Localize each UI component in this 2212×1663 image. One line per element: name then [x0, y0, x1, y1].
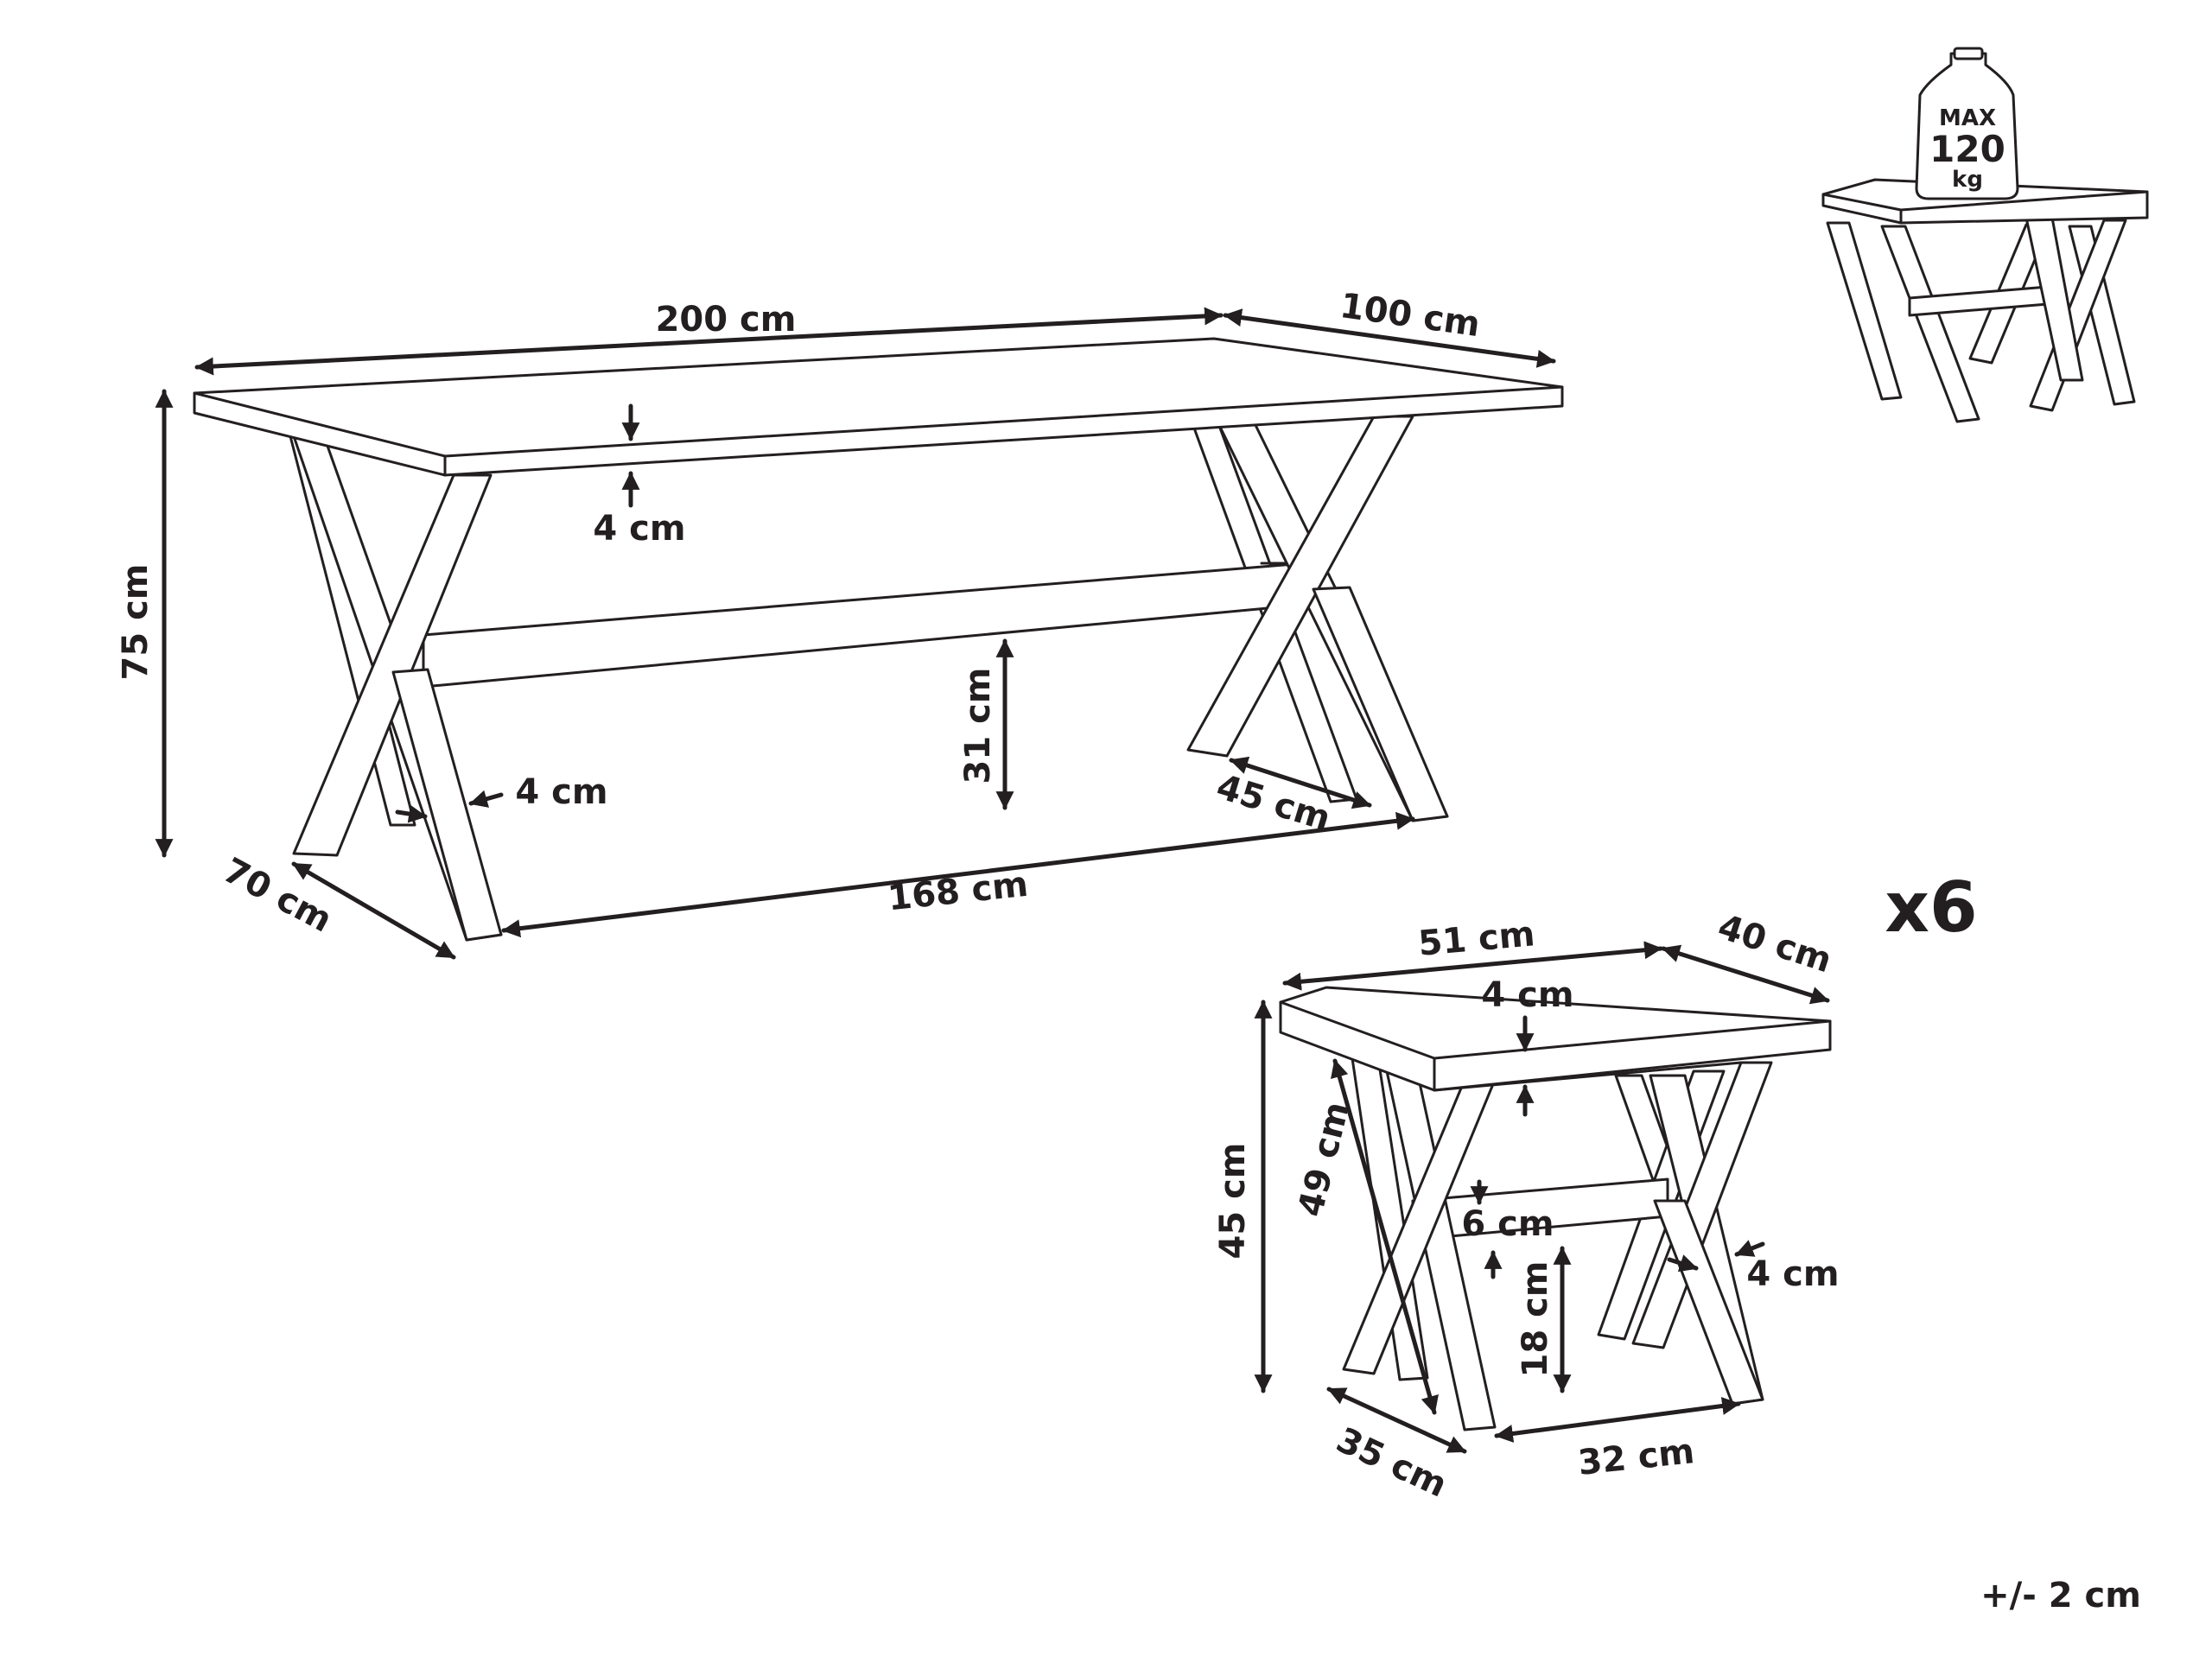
table-foot-depth-line [291, 861, 456, 960]
stool-leg-span-label: 32 cm [1576, 1431, 1696, 1483]
dining-table-drawing [193, 337, 1564, 942]
stool-drawing [1279, 986, 1832, 1431]
stool-depth-line [1661, 944, 1830, 1005]
table-foot-depth-label: 70 cm [217, 851, 339, 941]
table-leg-depth-label: 45 cm [1212, 767, 1336, 839]
tolerance-note: +/- 2 cm [1980, 1576, 2141, 1615]
stool-foot-depth-label: 35 cm [1331, 1420, 1453, 1506]
table-height-label: 75 cm [116, 564, 156, 681]
stool-load-thumbnail: MAX 120 kg [1821, 47, 2149, 423]
table-dimensions: 200 cm 100 cm 75 cm 4 cm 31 cm 4 cm 45 c… [116, 286, 1556, 960]
stool-height-label: 45 cm [1213, 1143, 1253, 1260]
stool-foot-depth-line [1326, 1387, 1467, 1454]
stool-length-line [1282, 941, 1663, 991]
stool-quantity-label: x6 [1885, 867, 1977, 948]
table-leg-span-label: 168 cm [886, 865, 1030, 919]
table-leg-span-line [501, 811, 1415, 938]
table-stretcher-height-label: 31 cm [958, 668, 998, 784]
table-depth-dimension-line [1223, 308, 1556, 368]
stool-leg-span-line [1494, 1397, 1741, 1443]
table-length-dimension-line [194, 307, 1224, 376]
stool-stretcher-height-label: 18 cm [1516, 1261, 1555, 1378]
max-load-weight-icon [1915, 47, 2019, 200]
stool-leg-length-line [1331, 1058, 1439, 1415]
table-leg-thickness-label: 4 cm [515, 772, 607, 812]
table-top-thickness-label: 4 cm [593, 509, 685, 549]
max-load-line2: 120 [1929, 128, 2005, 170]
max-load-line1: MAX [1939, 105, 1996, 131]
max-load-line3: kg [1952, 167, 1983, 193]
stool-leg-thickness-label: 4 cm [1746, 1254, 1839, 1294]
stool-stretcher-thickness-label: 6 cm [1461, 1204, 1554, 1244]
stool-top-thickness-label: 4 cm [1481, 975, 1573, 1015]
stool-leg-length-label: 49 cm [1291, 1098, 1357, 1221]
table-leg-depth-line [1229, 756, 1372, 809]
stool-length-label: 51 cm [1417, 914, 1536, 964]
table-length-label: 200 cm [656, 300, 797, 340]
